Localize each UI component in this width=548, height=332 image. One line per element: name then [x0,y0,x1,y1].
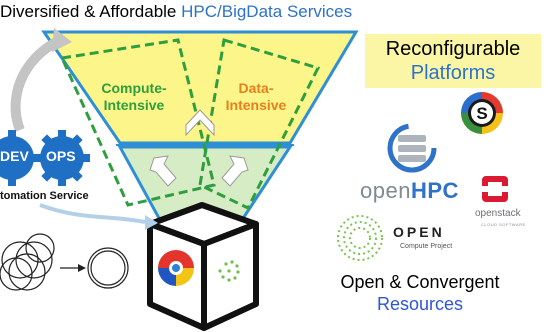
merged-circle-icon [87,247,129,289]
up-right-arrow-icon [221,155,249,187]
svg-text:S: S [476,104,487,123]
automation-service-label: tomation Service [0,190,89,202]
compute-intensive-label: Compute- Intensive [101,80,167,113]
cycle-arrow [10,35,63,132]
openstack-wordmark: openstack [475,208,521,219]
platforms-label: Platforms [410,62,496,84]
venn-circles-icon [0,233,55,291]
open-convergent-label: Open & Convergent [340,272,500,292]
openstack-subtitle: CLOUD SOFTWARE [481,222,526,227]
merge-arrow-icon [60,264,86,272]
openhpc-wordmark: openHPC [360,178,459,203]
dev-gear-icon [0,130,40,186]
s-logo-icon: S [461,92,503,134]
resource-cube [147,202,259,331]
reconfigurable-label: Reconfigurable [385,38,521,60]
data-intensive-label: Data- Intensive [225,80,287,113]
ocp-logo-icon [337,215,383,261]
compute-intensive-region [59,38,216,207]
ocp-wordmark: OPEN [393,224,445,240]
page-title: Diversified & Affordable HPC/BigData Ser… [0,2,353,21]
green-dotted-circle [218,260,240,282]
swirl-logo [158,250,194,286]
up-arrow-icon [185,109,215,137]
dev-label: DEV [0,148,29,164]
deploy-arrow [39,203,146,224]
reconfigurable-box [365,34,541,88]
resources-label: Resources [376,294,464,314]
ocp-subtitle: Compute Project [400,243,453,250]
openstack-logo-icon [482,176,508,202]
up-left-arrow-icon [149,155,177,187]
data-intensive-region [198,38,321,210]
ops-label: OPS [46,148,76,164]
openhpc-server-icon [387,123,437,173]
funnel-top [41,30,359,145]
